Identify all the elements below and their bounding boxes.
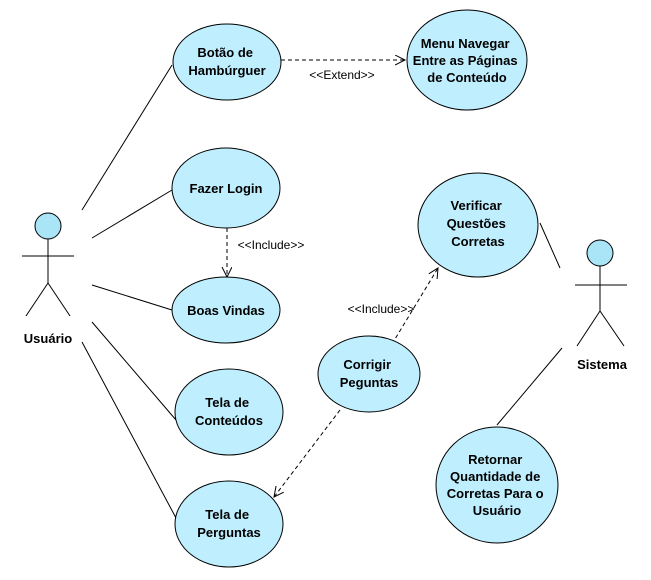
actor-system-head-icon — [586, 239, 614, 267]
association-system-count — [496, 347, 563, 426]
svg-text:Retornar Quantidade de: Retornar Quantidade de Corretas Para o U… — [447, 452, 547, 518]
svg-text:Tela de Perguntas: Tela de Perguntas — [197, 507, 261, 540]
use-case-questions-line: Perguntas — [197, 525, 261, 540]
svg-text:Corrigir Peguntas: Corrigir Peguntas — [340, 357, 399, 390]
use-case-count-line: Retornar — [468, 452, 522, 467]
include-arrow-correct-verify — [391, 268, 438, 345]
use-case-hamburger-line: Botão de — [197, 45, 253, 60]
svg-text:Botão de Hambúrguer: Botão de Hambúrguer — [188, 45, 265, 78]
use-case-login[interactable]: Fazer Login — [171, 147, 281, 229]
use-case-correct[interactable]: Corrigir Peguntas — [317, 335, 421, 413]
use-case-questions-line: Tela de — [205, 507, 249, 522]
use-case-verify[interactable]: Verificar Questões Corretas — [417, 172, 539, 278]
arrow-correct-to-questions — [274, 409, 341, 497]
use-case-login-line: Fazer Login — [190, 181, 263, 196]
use-case-count-line: Usuário — [473, 503, 521, 518]
association-user-content — [91, 321, 177, 421]
use-case-verify-line: Questões — [447, 216, 506, 231]
svg-text:Boas Vindas: Boas Vindas — [187, 303, 265, 318]
association-user-questions — [81, 341, 177, 519]
actor-system-label: Sistema — [577, 357, 628, 372]
use-case-menu[interactable]: Menu Navegar Entre as Páginas de Conteúd… — [406, 9, 528, 111]
use-case-verify-line: Verificar — [451, 198, 502, 213]
use-case-welcome-line: Boas Vindas — [187, 303, 265, 318]
use-case-hamburger[interactable]: Botão de Hambúrguer — [172, 23, 282, 101]
use-case-menu-line: Menu Navegar — [421, 36, 510, 51]
use-case-count[interactable]: Retornar Quantidade de Corretas Para o U… — [435, 426, 559, 544]
association-user-login — [91, 189, 173, 239]
svg-text:Verificar Questões: Verificar Questões Corretas — [447, 198, 510, 249]
extend-label: <<Extend>> — [309, 68, 374, 82]
svg-text:Menu Navegar Entre as Pá: Menu Navegar Entre as Páginas de Conteúd… — [413, 36, 521, 85]
include-label-login: <<Include>> — [238, 238, 305, 252]
association-user-welcome — [91, 284, 173, 311]
svg-text:Fazer Login: Fazer Login — [190, 181, 263, 196]
actor-user-label: Usuário — [24, 331, 72, 346]
actor-user[interactable]: Usuário — [22, 212, 74, 346]
use-case-menu-line: de Conteúdo — [427, 70, 506, 85]
use-case-hamburger-line: Hambúrguer — [188, 63, 265, 78]
use-case-correct-line: Corrigir — [343, 357, 391, 372]
use-case-questions[interactable]: Tela de Perguntas — [174, 480, 284, 568]
svg-text:Tela de Conteúdos: Tela de Conteúdos — [195, 395, 263, 428]
association-user-hamburger — [81, 64, 173, 211]
association-system-verify — [539, 222, 561, 269]
use-case-welcome[interactable]: Boas Vindas — [171, 276, 281, 344]
use-case-correct-line: Peguntas — [340, 375, 399, 390]
use-case-content[interactable]: Tela de Conteúdos — [174, 368, 284, 456]
use-case-menu-line: Entre as Páginas — [413, 53, 518, 68]
use-case-verify-line: Corretas — [451, 234, 504, 249]
use-case-content-line: Conteúdos — [195, 413, 263, 428]
use-case-content-line: Tela de — [205, 395, 249, 410]
include-label-verify: <<Include>> — [348, 302, 415, 316]
use-case-count-line: Corretas Para o — [447, 486, 544, 501]
use-case-count-line: Quantidade de — [450, 469, 540, 484]
actor-system[interactable]: Sistema — [575, 239, 628, 372]
actor-user-head-icon — [34, 212, 62, 240]
